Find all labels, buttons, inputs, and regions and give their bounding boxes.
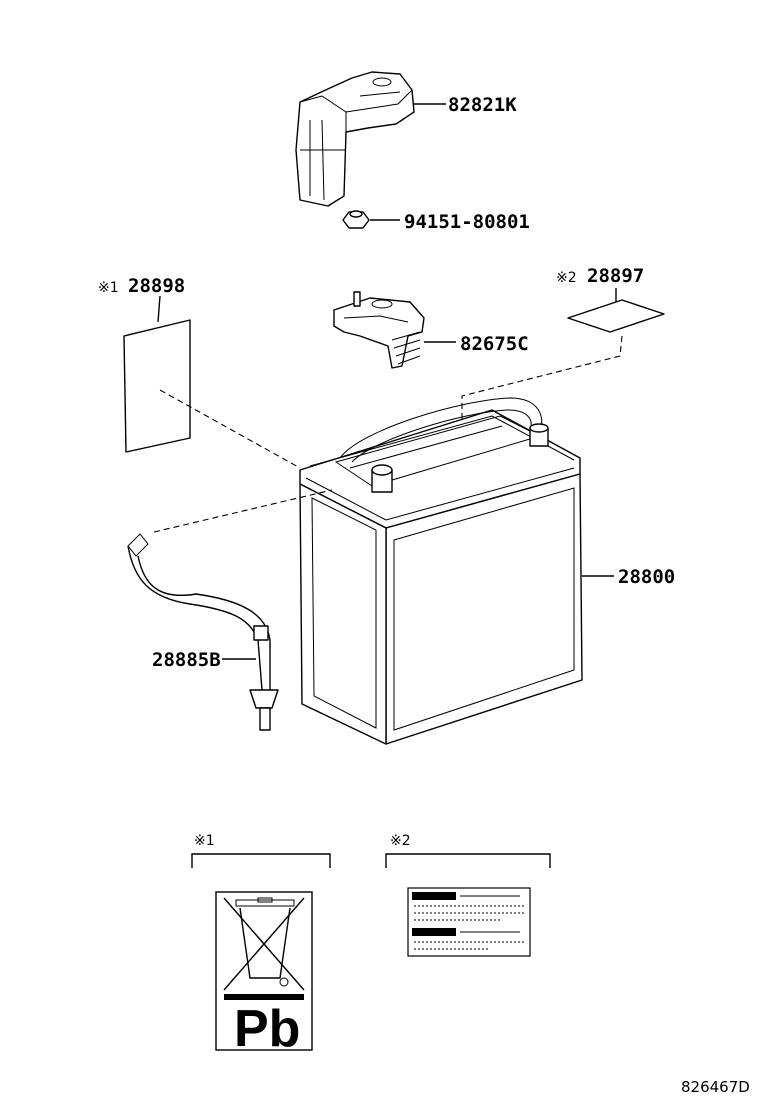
diagram-id: 826467D xyxy=(681,1078,750,1096)
recycling-label-part xyxy=(123,319,191,453)
part-number-28885b: 28885B xyxy=(152,649,221,671)
crossed-bin-symbol xyxy=(215,891,313,1051)
note-mark-2: ※2 xyxy=(556,270,577,286)
vent-hose-part xyxy=(127,533,279,731)
part-number-28897: 28897 xyxy=(587,265,644,287)
caution-label-illustration xyxy=(407,887,531,957)
note-mark-1: ※1 xyxy=(98,280,119,296)
legend-note-1: ※1 xyxy=(194,833,215,849)
part-number-94151-80801: 94151-80801 xyxy=(404,211,530,233)
part-number-28800: 28800 xyxy=(618,566,675,588)
part-number-82821k: 82821K xyxy=(448,94,517,116)
battery-terminal-part xyxy=(333,291,425,369)
caution-label-part xyxy=(567,299,665,333)
legend-note-2: ※2 xyxy=(390,833,411,849)
part-number-82675c: 82675C xyxy=(460,333,529,355)
lead-symbol-text: Pb xyxy=(234,1000,300,1058)
terminal-cover-part xyxy=(295,71,415,207)
nut-part xyxy=(342,210,370,229)
part-number-28898: 28898 xyxy=(128,275,185,297)
battery-part xyxy=(299,397,583,745)
